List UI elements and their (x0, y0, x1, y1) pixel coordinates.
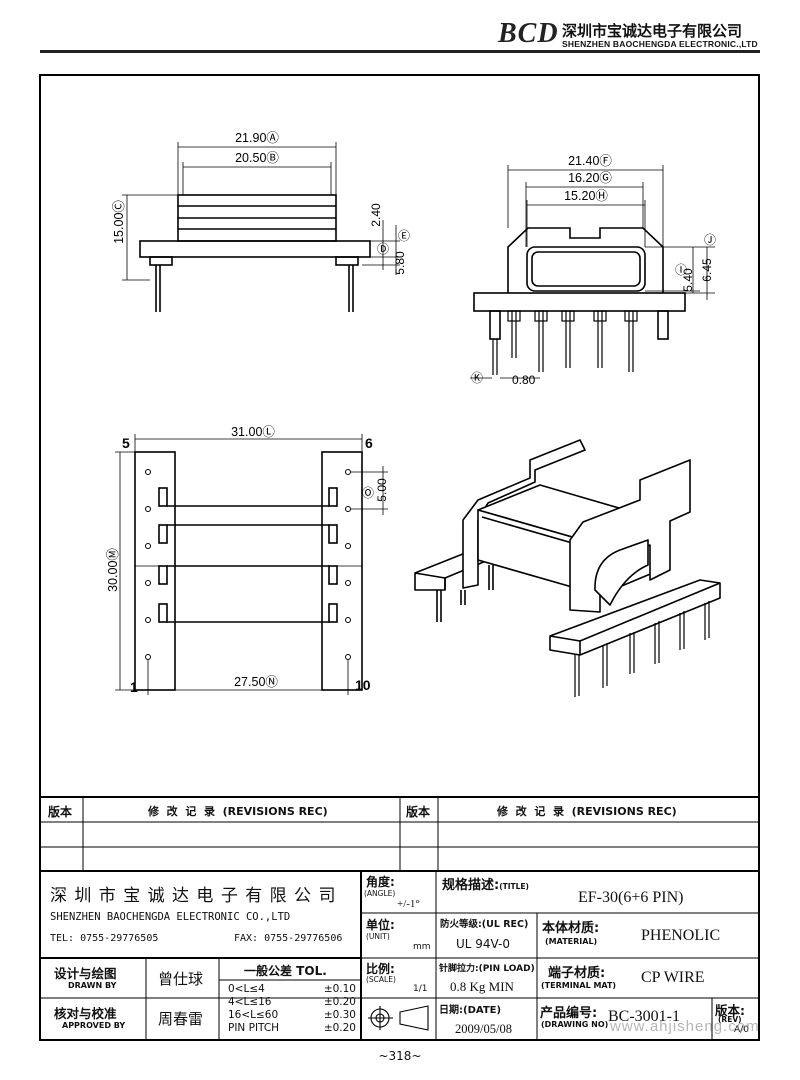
pin-1-label: 1 (130, 679, 138, 695)
dim-b-label: 20.50Ⓑ (235, 151, 279, 165)
pinload-label: 针脚拉力:(PIN LOAD) (439, 964, 535, 974)
dim-c-label: 15.00Ⓒ (112, 200, 126, 244)
terminal-value: CP WIRE (641, 969, 705, 986)
company-logo: BCD (498, 18, 559, 50)
dim-g-label: 16.20Ⓖ (568, 171, 612, 185)
terminal-label-cn: 端子材质: (548, 966, 606, 981)
approved-value: 周春雷 (158, 1010, 204, 1028)
watermark: www.ahjisheng.com (610, 1018, 760, 1035)
dim-240-label: 2.40 (369, 203, 383, 227)
angle-value: +/-1° (397, 898, 420, 910)
dim-k-label: Ⓚ (471, 371, 483, 385)
rev-label-cn: 版本: (715, 1003, 745, 1018)
rev-record-2: 修 改 记 录 (REVISIONS REC) (497, 805, 677, 818)
page-number: ~318~ (378, 1049, 422, 1063)
drawingno-label-cn: 产品编号: (540, 1006, 598, 1021)
dim-m-label: 30.00Ⓜ (106, 548, 120, 592)
header-rule (40, 50, 760, 53)
dim-f-label: 21.40Ⓕ (568, 154, 612, 168)
tb-fax: FAX: 0755-29776506 (234, 933, 343, 944)
tb-company-en: SHENZHEN BAOCHENGDA ELECTRONIC CO.,LTD (50, 911, 291, 923)
dim-a-label: 21.90Ⓐ (235, 131, 279, 145)
header-company-en: SHENZHEN BAOCHENGDA ELECTRONIC.,LTD (562, 39, 758, 49)
terminal-label-en: (TERMINAL MAT) (541, 981, 617, 990)
bottom-view-dimensions (115, 434, 388, 695)
title-value: EF-30(6+6 PIN) (578, 889, 684, 906)
unit-value: mm (413, 942, 431, 952)
top-view (139, 194, 371, 312)
material-label-cn: 本体材质: (542, 921, 600, 936)
rev-label-en: (REV) (718, 1015, 742, 1024)
tolerance-table: 0<L≤4±0.10 4<L≤16±0.20 16<L≤60±0.30 PIN … (228, 983, 356, 1035)
ulrec-label: 防火等级:(UL REC) (440, 919, 529, 930)
top-view-dimensions (122, 142, 400, 281)
bottom-view (134, 451, 363, 691)
rev-record-1: 修 改 记 录 (REVISIONS REC) (148, 805, 328, 818)
sheet-border (39, 74, 760, 1041)
projection-symbol (368, 1005, 429, 1031)
drawingno-value: BC-3001-1 (608, 1008, 680, 1025)
scale-value: 1/1 (413, 984, 428, 994)
approved-label-en: APPROVED BY (62, 1021, 126, 1030)
dim-j-label: Ⓙ (704, 233, 716, 247)
scale-label-en: (SCALE) (366, 975, 396, 984)
dim-d-label: Ⓓ (377, 242, 389, 256)
pin-6-label: 6 (365, 435, 373, 451)
title-label-en: (TITLE) (499, 882, 529, 891)
angle-label-en: (ANGLE) (364, 889, 396, 898)
page-header: BCD 深圳市宝诚达电子有限公司 SHENZHEN BAOCHENGDA ELE… (0, 0, 800, 60)
title-label-cn: 规格描述: (442, 878, 500, 893)
drawn-label-en: DRAWN BY (68, 981, 117, 990)
rev-value: A/0 (734, 1025, 749, 1035)
tolerance-row: 4<L≤16±0.20 (228, 996, 356, 1008)
header-company-cn: 深圳市宝诚达电子有限公司 (562, 22, 743, 40)
dim-e-label: Ⓔ (398, 229, 410, 243)
angle-label-cn: 角度: (366, 875, 395, 889)
rev-label-1: 版本 (48, 805, 73, 819)
approved-label-cn: 核对与校准 (54, 1006, 117, 1021)
dim-o-label: Ⓞ (362, 486, 374, 500)
side-view-dimensions (470, 165, 715, 379)
date-label: 日期:(DATE) (439, 1005, 502, 1016)
side-view (473, 227, 686, 375)
dim-n-label: 27.50Ⓝ (234, 675, 278, 689)
dim-080-label: 0.80 (512, 373, 536, 387)
scale-label-cn: 比例: (366, 962, 395, 976)
isometric-view (414, 439, 721, 697)
tolerance-row: PIN PITCH±0.20 (228, 1022, 356, 1034)
ulrec-value: UL 94V-0 (456, 937, 511, 951)
pin-10-label: 10 (355, 677, 371, 693)
drawn-label-cn: 设计与绘图 (54, 966, 117, 981)
logo-text: BCD (498, 18, 559, 49)
rev-label-2: 版本 (406, 805, 431, 819)
pin-5-label: 5 (122, 435, 130, 451)
dim-580-label: 5.80 (393, 251, 407, 275)
dim-i-label: Ⓘ (675, 263, 687, 277)
tolerance-title: 一般公差 TOL. (244, 964, 327, 978)
date-value: 2009/05/08 (455, 1022, 512, 1036)
tolerance-row: 0<L≤4±0.10 (228, 983, 356, 995)
tb-tel: TEL: 0755-29776505 (50, 933, 159, 944)
drawn-value: 曾仕球 (158, 970, 204, 988)
title-label: 规格描述:(TITLE) (442, 874, 529, 893)
unit-label-cn: 单位: (366, 918, 395, 932)
dim-500-label: 5.00 (375, 478, 389, 502)
pinload-value: 0.8 Kg MIN (450, 979, 514, 994)
material-value: PHENOLIC (641, 927, 721, 944)
title-block-grid (40, 796, 759, 1040)
drawingno-label-en: (DRAWING NO) (541, 1020, 609, 1029)
dim-645-label: 6.45 (700, 258, 714, 282)
tolerance-row: 16<L≤60±0.30 (228, 1009, 356, 1021)
dim-h-label: 15.20Ⓗ (564, 189, 608, 203)
dim-540-label: 5.40 (681, 268, 695, 292)
unit-label-en: (UNIT) (366, 932, 390, 941)
dim-l-label: 31.00Ⓛ (231, 425, 275, 439)
material-label-en: (MATERIAL) (545, 937, 598, 946)
tb-company-cn: 深 圳 市 宝 诚 达 电 子 有 限 公 司 (50, 886, 337, 906)
